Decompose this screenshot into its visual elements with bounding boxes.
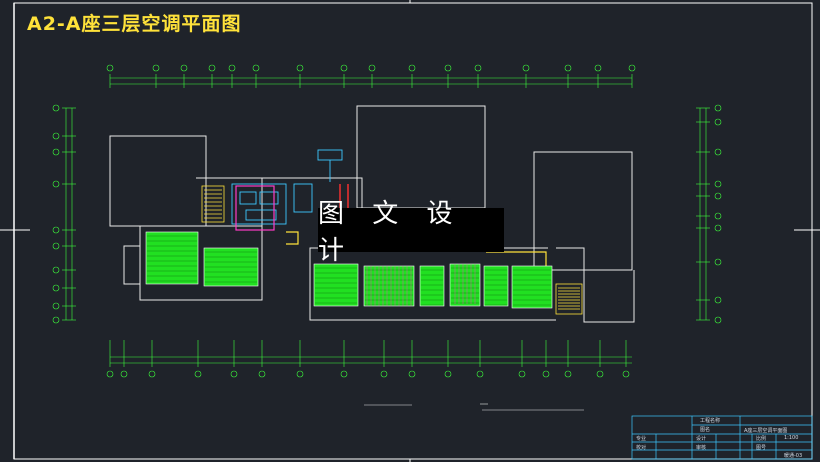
axis-bubble — [714, 192, 722, 200]
watermark-banner: 图 文 设 计 — [318, 199, 504, 266]
axis-bubble — [296, 64, 304, 72]
right-stair — [555, 283, 583, 315]
plan-caption — [364, 403, 584, 411]
hvac-zone — [483, 265, 509, 307]
axis-bubble — [714, 224, 722, 232]
axis-bubble — [52, 284, 60, 292]
hvac-zones — [145, 231, 553, 309]
axis-bubble — [148, 370, 156, 378]
title-block-drawing-name: A座三层空调平面图 — [744, 428, 788, 434]
title-block-row2-right: 图号 — [756, 445, 767, 451]
axis-bubble — [594, 64, 602, 72]
axis-bubble — [52, 266, 60, 274]
axis-bubble — [52, 104, 60, 112]
axis-bubble — [52, 132, 60, 140]
axis-bubble — [714, 316, 722, 324]
equipment-room-border — [235, 185, 275, 231]
axis-bubble — [474, 64, 482, 72]
axis-bubble — [542, 370, 550, 378]
top-dimension-chain — [106, 64, 636, 88]
axis-bubble — [340, 370, 348, 378]
axis-bubble — [518, 370, 526, 378]
axis-bubble — [564, 370, 572, 378]
axis-bubble — [444, 370, 452, 378]
axis-bubble — [258, 370, 266, 378]
axis-bubble — [252, 64, 260, 72]
yellow-riser — [286, 231, 547, 268]
axis-bubble — [522, 64, 530, 72]
axis-bubble — [714, 118, 722, 126]
axis-bubble — [628, 64, 636, 72]
axis-bubble — [52, 226, 60, 234]
axis-bubble — [180, 64, 188, 72]
axis-bubble — [52, 302, 60, 310]
axis-bubble — [52, 180, 60, 188]
axis-bubble — [408, 370, 416, 378]
axis-bubble — [714, 104, 722, 112]
hvac-zone — [511, 265, 553, 309]
left-dimension-chain — [52, 104, 76, 324]
axis-bubble — [622, 370, 630, 378]
hvac-zone — [313, 263, 359, 307]
axis-bubble — [120, 370, 128, 378]
title-block-row1-value: 1:100 — [784, 435, 799, 441]
axis-bubble — [714, 296, 722, 304]
title-block-row2-left: 校对 — [636, 445, 647, 451]
right-dimension-chain — [696, 104, 722, 324]
title-block-project-label: 工程名称 — [700, 418, 721, 424]
axis-bubble — [230, 370, 238, 378]
title-block-row1-right: 比例 — [756, 436, 767, 442]
hvac-zone — [145, 231, 199, 285]
title-block-row1-mid: 设计 — [696, 436, 707, 442]
axis-bubble — [368, 64, 376, 72]
title-block-sub-label: 图名 — [700, 427, 711, 433]
left-stair — [201, 185, 225, 223]
drawing-title: A2-A座三层空调平面图 — [27, 13, 242, 35]
axis-bubble — [380, 370, 388, 378]
axis-bubble — [296, 370, 304, 378]
hvac-zone — [363, 265, 415, 307]
axis-bubble — [476, 370, 484, 378]
red-riser — [339, 184, 349, 208]
axis-bubble — [596, 370, 604, 378]
title-block-row2-value: 暖通-03 — [784, 453, 803, 459]
axis-bubble — [228, 64, 236, 72]
bottom-dimension-chain — [106, 340, 632, 378]
axis-bubble — [52, 148, 60, 156]
axis-bubble — [408, 64, 416, 72]
equipment-room — [231, 149, 343, 225]
axis-bubble — [106, 64, 114, 72]
hvac-zone — [449, 263, 481, 307]
axis-bubble — [52, 242, 60, 250]
axis-bubble — [444, 64, 452, 72]
axis-bubble — [194, 370, 202, 378]
axis-bubble — [564, 64, 572, 72]
title-block — [631, 415, 813, 460]
axis-bubble — [208, 64, 216, 72]
axis-bubble — [714, 258, 722, 266]
axis-bubble — [714, 148, 722, 156]
title-block-row2-mid: 审核 — [696, 445, 707, 451]
hvac-zone — [419, 265, 445, 307]
axis-bubble — [106, 370, 114, 378]
axis-bubble — [714, 212, 722, 220]
axis-bubble — [52, 316, 60, 324]
axis-bubble — [340, 64, 348, 72]
title-block-row1-left: 专业 — [636, 436, 647, 442]
axis-bubble — [714, 180, 722, 188]
axis-bubble — [152, 64, 160, 72]
